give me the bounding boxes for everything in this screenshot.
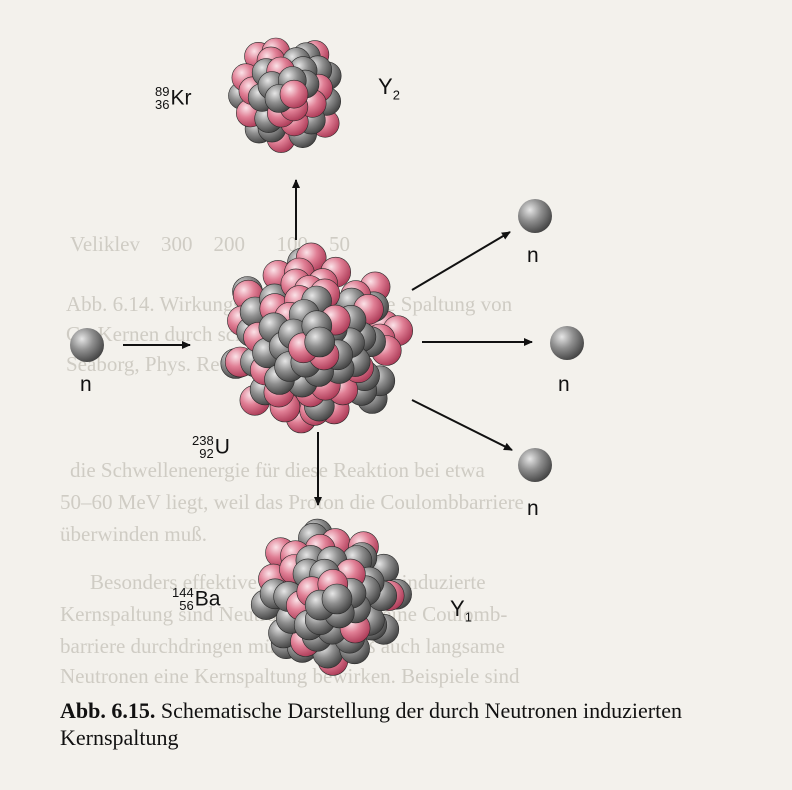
caption-text: Schematische Darstellung der durch Neutr… [60, 698, 682, 750]
y2-letter: Y [378, 74, 393, 99]
kr-mass-number: 89 [155, 84, 170, 99]
y1-subscript: 1 [464, 609, 472, 625]
u-charge-number: 92 [199, 446, 214, 461]
kr-charge-number: 36 [155, 97, 170, 112]
uranium-nucleus [220, 242, 414, 434]
u-symbol: U [214, 435, 230, 459]
u-mass-number: 238 [192, 433, 214, 448]
caption-number: Abb. 6.15. [60, 698, 156, 723]
kr-symbol: Kr [170, 86, 192, 110]
neutron [304, 326, 336, 358]
y1-letter: Y [450, 596, 465, 621]
ba-mass-number: 144 [172, 585, 194, 600]
emitted-neutron-2 [550, 326, 584, 360]
neutron [321, 583, 353, 615]
free-neutrons [70, 199, 584, 482]
ba-charge-number: 56 [179, 598, 194, 613]
arrow-to-neutron-1 [411, 231, 511, 291]
neutron-label-1: n [527, 244, 539, 267]
neutron-label-incoming: n [80, 373, 92, 396]
arrows [123, 179, 533, 506]
neutron-label-3: n [527, 497, 539, 520]
y2-label: Y2 [378, 74, 400, 102]
ba-symbol: Ba [194, 587, 221, 611]
y1-label: Y1 [450, 596, 472, 624]
arrow-to-neutron-3 [411, 399, 513, 451]
y2-subscript: 2 [392, 87, 400, 103]
emitted-neutron-1 [518, 199, 552, 233]
incoming-neutron [70, 328, 104, 362]
barium-nucleus [250, 518, 412, 676]
figure-caption: Abb. 6.15. Schematische Darstellung der … [60, 697, 760, 751]
krypton-nucleus [228, 37, 342, 153]
neutron-label-2: n [558, 373, 570, 396]
emitted-neutron-3 [518, 448, 552, 482]
proton [279, 79, 309, 109]
